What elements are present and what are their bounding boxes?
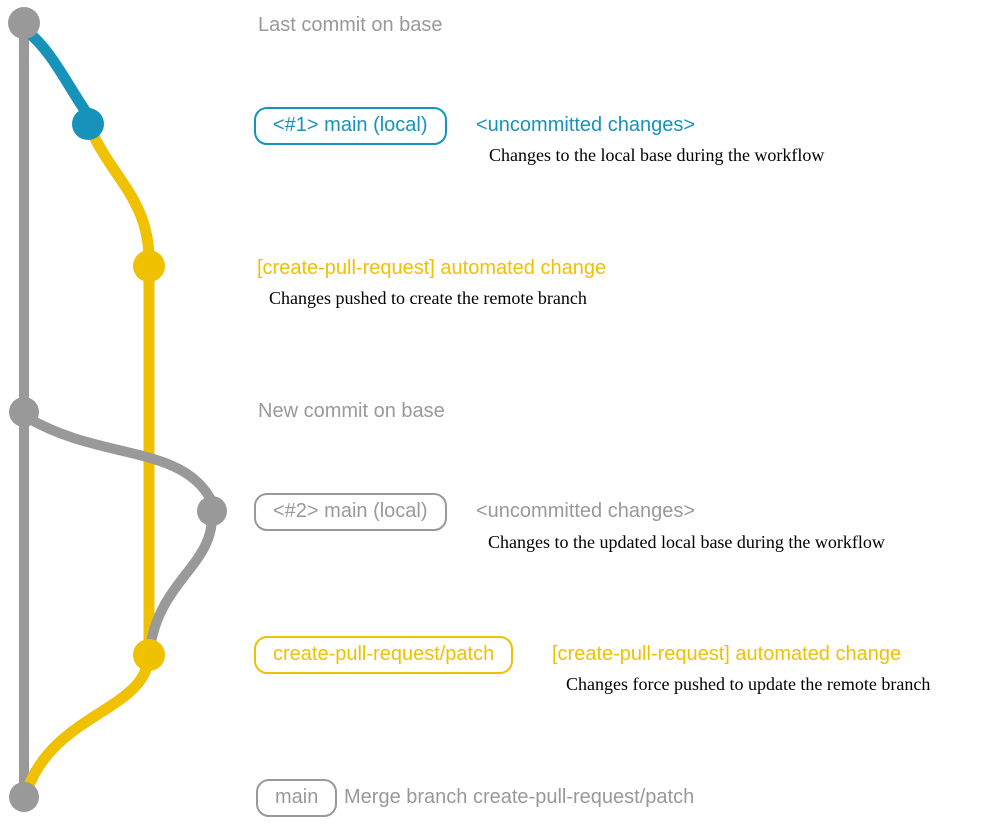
- commit-dot-uncommitted-changes-2: [197, 496, 227, 526]
- branch-badge-patch: create-pull-request/patch: [254, 636, 514, 674]
- commit-note-uncommitted-1: <uncommitted changes>: [476, 114, 696, 136]
- commit-note-automated-1: [create-pull-request] automated change: [257, 257, 607, 279]
- commit-dot-automated-change-1: [133, 250, 165, 282]
- commit-dot-automated-change-2: [133, 639, 165, 671]
- annotation-uncommitted-2: Changes to the updated local base during…: [488, 532, 885, 552]
- local-main-branch-line: [20, 24, 92, 118]
- commit-message-merge: Merge branch create-pull-request/patch: [344, 786, 695, 808]
- branch-badge-main: main: [256, 779, 338, 817]
- branch-badge-main-local-1: <#1> main (local): [254, 107, 447, 145]
- commit-message-new-commit: New commit on base: [258, 400, 445, 422]
- force-push-line: [145, 509, 218, 653]
- updated-local-main-branch-line: [23, 413, 215, 503]
- git-graph: [8, 7, 227, 812]
- branch-badge-main-local-2: <#2> main (local): [254, 493, 447, 531]
- merge-line: [21, 655, 154, 797]
- commit-note-uncommitted-2: <uncommitted changes>: [476, 500, 696, 522]
- commit-note-automated-2: [create-pull-request] automated change: [552, 643, 902, 665]
- annotation-uncommitted-1: Changes to the local base during the wor…: [489, 145, 825, 165]
- commit-message-last-commit: Last commit on base: [258, 14, 443, 36]
- commit-dot-new-commit-on-base: [9, 397, 39, 427]
- annotation-automated-2: Changes force pushed to update the remot…: [566, 674, 931, 694]
- commit-dot-uncommitted-changes-1: [72, 108, 104, 140]
- commit-dot-merge-commit: [9, 782, 39, 812]
- patch-branch-line: [84, 122, 155, 656]
- commit-dot-last-commit-on-base: [8, 7, 40, 39]
- annotation-automated-1: Changes pushed to create the remote bran…: [269, 288, 587, 308]
